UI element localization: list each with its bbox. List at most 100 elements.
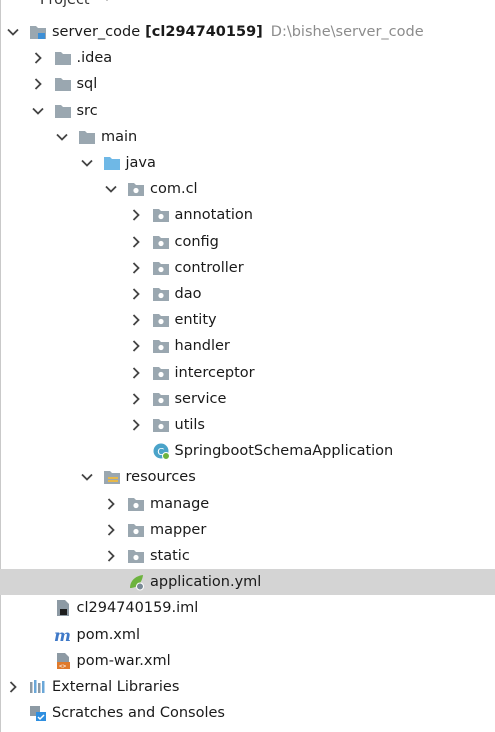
tree-row-pom-xml[interactable]: m pom.xml (0, 622, 495, 648)
package-icon (152, 390, 170, 408)
tree-row-handler[interactable]: handler (0, 333, 495, 359)
tree-row-utils[interactable]: utils (0, 412, 495, 438)
tree-row-cl294740159-iml[interactable]: cl294740159.iml (0, 595, 495, 621)
chevron-right-icon[interactable] (31, 51, 45, 65)
tree-row-interceptor[interactable]: interceptor (0, 360, 495, 386)
item-name: java (125, 155, 156, 171)
chevron-right-icon[interactable] (129, 339, 143, 353)
tree-row-scratches-and-consoles[interactable]: Scratches and Consoles (0, 700, 495, 726)
item-name: src (76, 102, 98, 119)
item-name: com.cl (150, 181, 198, 198)
tree-row-dao[interactable]: dao (0, 281, 495, 307)
tree-row-controller[interactable]: controller (0, 255, 495, 281)
item-name: External Libraries (52, 679, 180, 695)
package-icon (152, 259, 170, 277)
tree-row-com-cl[interactable]: com.cl (0, 176, 495, 202)
tree-row-entity[interactable]: entity (0, 307, 495, 333)
folder-icon (54, 49, 72, 67)
tree-row-service[interactable]: service (0, 386, 495, 412)
tree-row-annotation[interactable]: annotation (0, 202, 495, 228)
tree-row-java[interactable]: java (0, 150, 495, 176)
tree-row-external-libraries[interactable]: External Libraries (0, 674, 495, 700)
scratches-icon (29, 704, 47, 722)
tree-item-label: controller (175, 259, 244, 277)
item-name: SpringbootSchemaApplication (174, 443, 394, 460)
chevron-right-icon[interactable] (104, 549, 118, 563)
item-name: mapper (150, 521, 207, 538)
tree-row-resources[interactable]: resources (0, 464, 495, 490)
chevron-right-icon[interactable] (129, 418, 143, 432)
tree-item-label: service (175, 390, 227, 408)
package-icon (127, 495, 145, 513)
tree-row-static[interactable]: static (0, 543, 495, 569)
chevron-right-icon[interactable] (31, 77, 45, 91)
item-name: .idea (76, 50, 113, 67)
package-icon (152, 364, 170, 382)
chevron-right-icon[interactable] (104, 497, 118, 511)
tree-item-label: cl294740159.iml (77, 599, 199, 617)
tree-row-application-yml[interactable]: application.yml (0, 569, 495, 596)
item-name: entity (174, 312, 217, 329)
tree-row-src[interactable]: src (0, 98, 495, 124)
item-name: dao (174, 286, 202, 302)
project-panel-header[interactable]: Project (0, 0, 495, 12)
tree-item-label: src (77, 102, 98, 120)
item-name: resources (125, 469, 196, 486)
tree-item-label: sql (77, 75, 98, 93)
tree-row-sql[interactable]: sql (0, 71, 495, 97)
tree-row-server-code[interactable]: server_code [cl294740159]D:\bishe\server… (0, 19, 495, 45)
panel-left-border (0, 0, 1, 732)
tree-item-label: Scratches and Consoles (52, 704, 225, 722)
tree-row-mapper[interactable]: mapper (0, 517, 495, 543)
tree-item-label: manage (150, 495, 209, 513)
chevron-down-icon[interactable] (80, 156, 94, 170)
chevron-right-icon[interactable] (129, 208, 143, 222)
chevron-down-icon[interactable] (6, 25, 20, 39)
item-name: handler (174, 338, 230, 355)
chevron-right-icon[interactable] (104, 523, 118, 537)
chevron-down-icon[interactable] (104, 182, 118, 196)
tree-item-label: static (150, 547, 190, 565)
chevron-right-icon[interactable] (6, 680, 20, 694)
package-icon (127, 180, 145, 198)
tree-row-config[interactable]: config (0, 229, 495, 255)
tree-item-label: annotation (175, 206, 253, 224)
chevron-down-icon[interactable] (80, 470, 94, 484)
tree-item-label: pom.xml (77, 626, 141, 644)
chevron-right-icon[interactable] (129, 366, 143, 380)
item-name: cl294740159.iml (76, 600, 199, 617)
chevron-right-icon[interactable] (129, 235, 143, 249)
module-name: [cl294740159] (140, 24, 263, 40)
item-name: annotation (174, 207, 253, 224)
module-folder-icon (29, 23, 47, 41)
chevron-right-icon[interactable] (129, 261, 143, 275)
dropdown-caret-icon[interactable] (101, 0, 113, 1)
tree-item-label: .idea (77, 49, 113, 67)
folder-icon (54, 75, 72, 93)
tree-item-label: main (101, 128, 137, 146)
chevron-down-icon[interactable] (55, 130, 69, 144)
item-name: main (101, 128, 138, 145)
item-name: application.yml (150, 574, 262, 591)
tree-item-label: mapper (150, 521, 206, 539)
tree-item-label: handler (175, 337, 230, 355)
tree-row-pom-war-xml[interactable]: <>pom-war.xml (0, 648, 495, 674)
package-icon (152, 311, 170, 329)
item-name: pom-war.xml (76, 652, 171, 669)
tree-row-manage[interactable]: manage (0, 491, 495, 517)
tree-item-label: interceptor (175, 364, 255, 382)
chevron-down-icon[interactable] (31, 104, 45, 118)
package-icon (152, 285, 170, 303)
item-name: manage (150, 495, 210, 512)
svg-text:m: m (54, 626, 71, 644)
chevron-right-icon[interactable] (129, 392, 143, 406)
tree-item-label: com.cl (150, 180, 198, 198)
tree-row-main[interactable]: main (0, 124, 495, 150)
item-name: sql (76, 76, 98, 93)
spring-boot-class-icon: C (152, 442, 170, 461)
chevron-right-icon[interactable] (129, 313, 143, 327)
tree-row-idea[interactable]: .idea (0, 45, 495, 71)
item-name: pom.xml (76, 626, 141, 643)
chevron-right-icon[interactable] (129, 287, 143, 301)
